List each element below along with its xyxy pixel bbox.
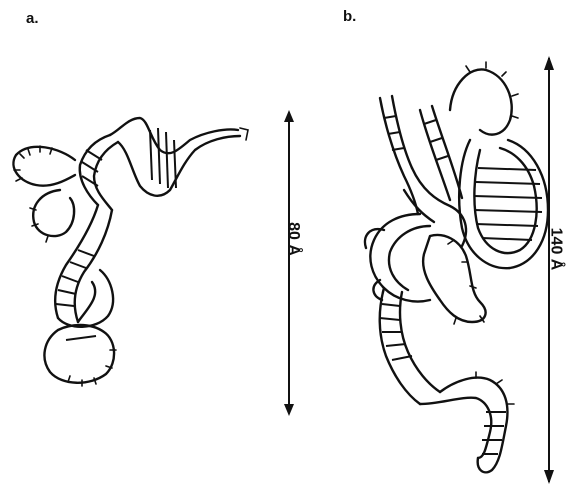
panel-b-structure (365, 62, 548, 472)
scale-bar-a (284, 110, 294, 416)
scale-label-a: 80 Å (284, 222, 302, 256)
panel-a-label: a. (26, 10, 39, 27)
panel-a-structure (13, 118, 248, 386)
scale-label-b: 140 Å (546, 228, 564, 271)
panel-b-label: b. (343, 8, 356, 25)
